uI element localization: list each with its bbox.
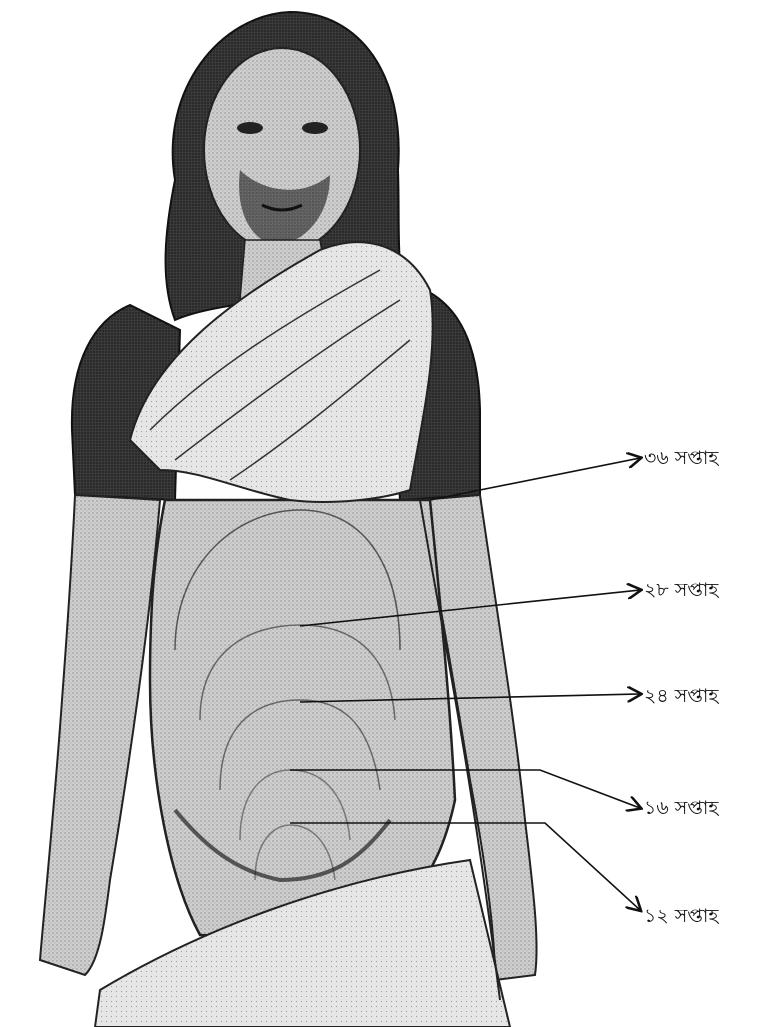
label-24-weeks: ২৪ সপ্তাহ	[644, 682, 718, 714]
right-eye	[302, 122, 328, 134]
label-36-weeks: ৩৬ সপ্তাহ	[644, 444, 718, 476]
label-28-weeks: ২৮ সপ্তাহ	[644, 576, 718, 608]
label-16-weeks: ১৬ সপ্তাহ	[644, 794, 718, 826]
label-12-weeks: ১২ সপ্তাহ	[644, 902, 718, 934]
left-eye	[237, 122, 263, 134]
left-arm	[40, 495, 160, 975]
